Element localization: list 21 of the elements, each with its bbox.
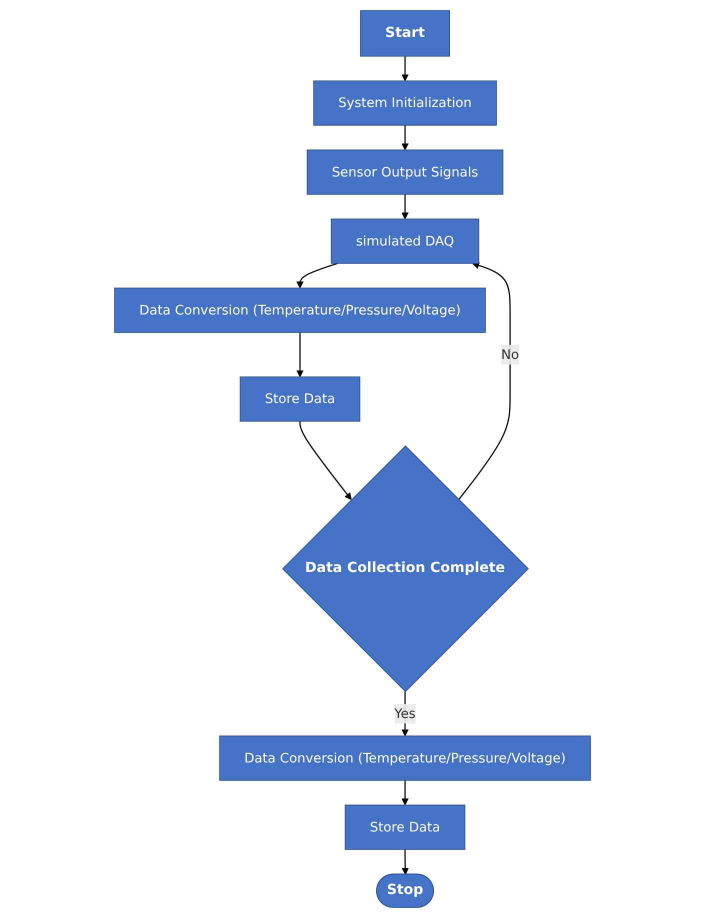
arrow (458, 262, 512, 500)
arrow (300, 421, 352, 500)
node-box: Sensor Output Signals (307, 150, 504, 195)
node-box: System Initialization (314, 80, 498, 126)
node-box: simulated DAQ (331, 218, 480, 264)
arrow (402, 56, 410, 82)
arrow (402, 194, 410, 220)
arrow (402, 692, 410, 736)
arrow (296, 262, 338, 288)
arrow (402, 849, 410, 875)
arrow (296, 332, 304, 378)
node-diamond: Data Collection Complete (282, 445, 530, 692)
node-box: Data Conversion (Temperature/Pressure/Voltage) (114, 288, 486, 333)
node-box: Data Conversion (Temperature/Pressure/Voltage) (220, 736, 592, 781)
arrow (402, 125, 410, 150)
edge-label: Yes (394, 706, 416, 722)
arrow (402, 780, 410, 806)
node-box: Store Data (240, 376, 361, 422)
edge-label: No (502, 346, 520, 362)
node-box: Start (360, 10, 450, 57)
node-box: Store Data (345, 804, 466, 850)
